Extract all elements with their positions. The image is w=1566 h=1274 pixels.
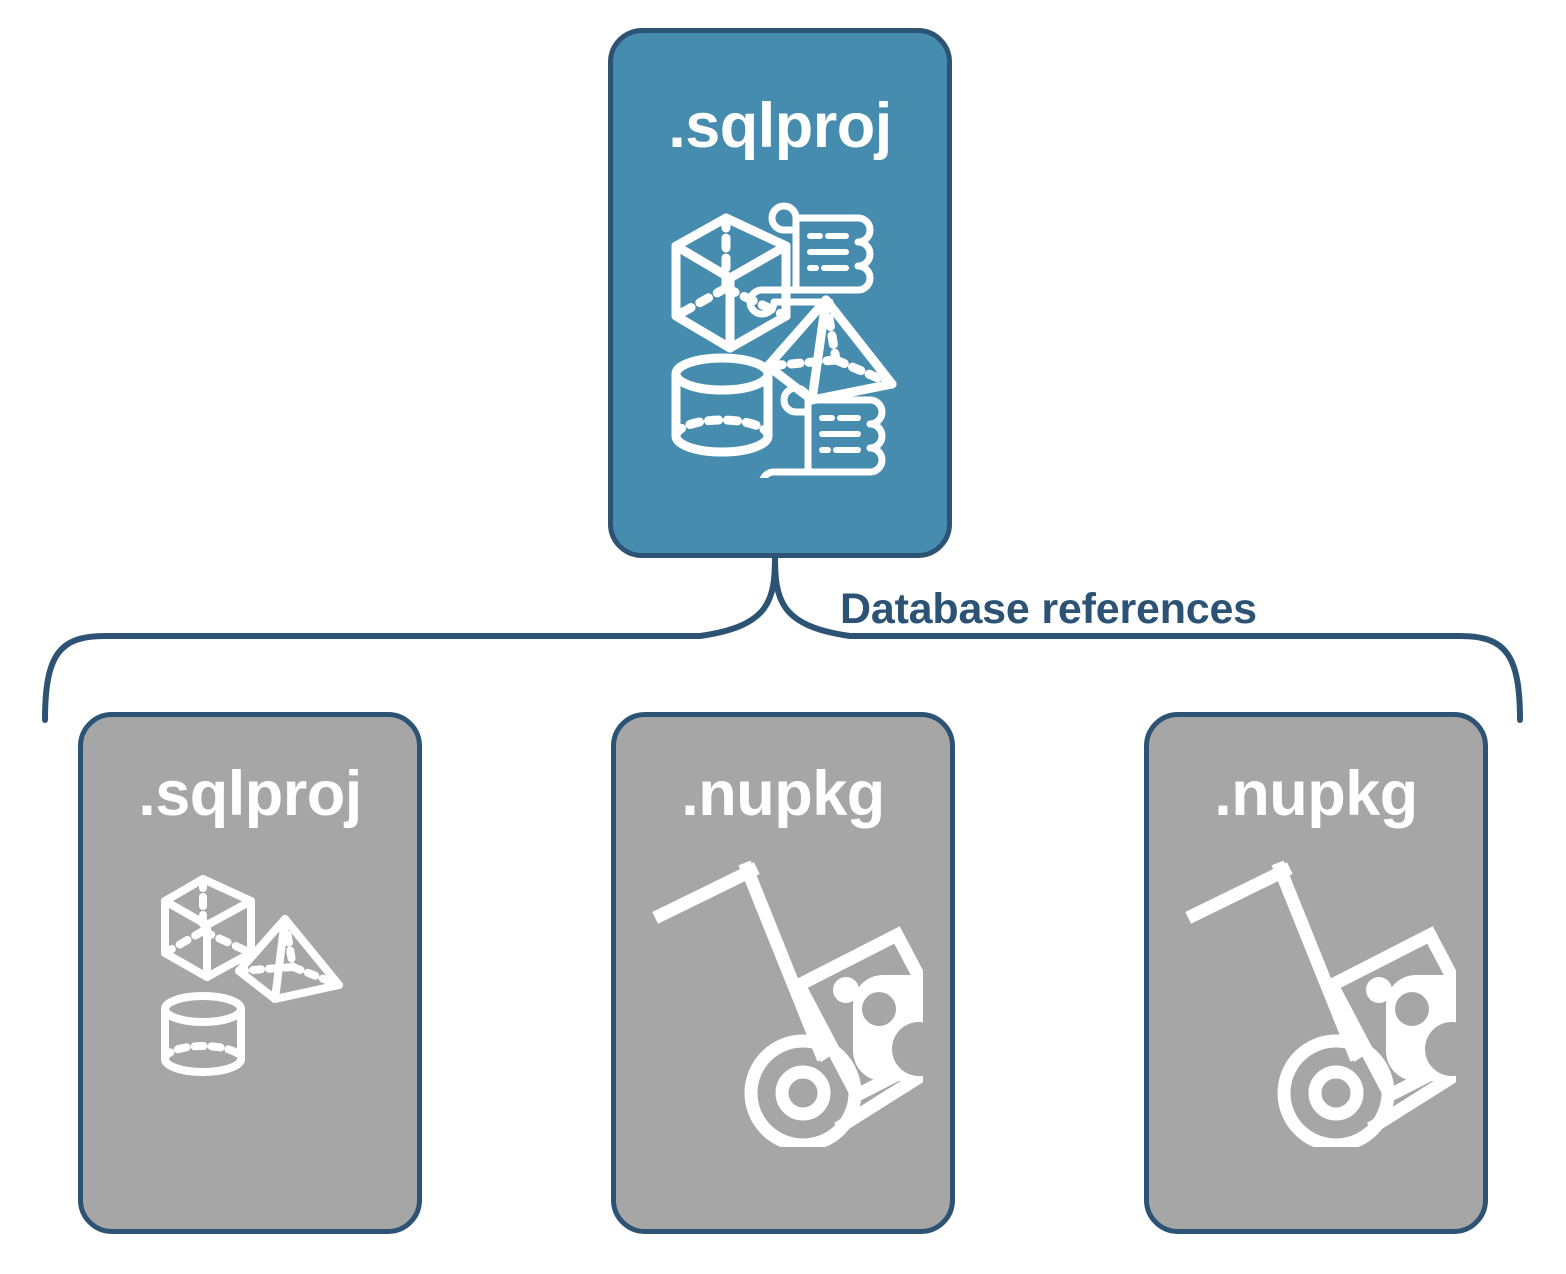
card-title-reference-nupkg-2: .nupkg	[1214, 759, 1418, 829]
scroll-icon	[746, 202, 874, 318]
cylinder-icon	[161, 992, 245, 1076]
card-title-sqlproj-root: .sqlproj	[668, 91, 892, 161]
icon-group-reference-nupkg-1	[616, 857, 950, 1147]
card-reference-nupkg-2[interactable]: .nupkg	[1144, 712, 1488, 1234]
icon-group-reference-sqlproj	[83, 857, 417, 1097]
icon-group-sqlproj-root	[613, 188, 947, 478]
nuget-package-dolly-icon	[1185, 860, 1456, 1147]
scroll-icon	[759, 384, 886, 478]
cube-icon	[161, 875, 255, 981]
nuget-package-dolly-icon	[652, 860, 923, 1147]
card-reference-sqlproj[interactable]: .sqlproj	[78, 712, 422, 1234]
card-title-reference-nupkg-1: .nupkg	[681, 759, 885, 829]
bracket-connector	[42, 553, 1523, 723]
icon-group-reference-nupkg-2	[1149, 857, 1483, 1147]
cube-icon	[671, 213, 791, 353]
card-reference-nupkg-1[interactable]: .nupkg	[611, 712, 955, 1234]
bracket-label-database-references: Database references	[840, 585, 1257, 633]
pyramid-icon	[235, 915, 343, 1003]
card-title-reference-sqlproj: .sqlproj	[138, 759, 362, 829]
card-sqlproj-root[interactable]: .sqlproj	[608, 28, 952, 558]
cylinder-icon	[671, 353, 773, 457]
